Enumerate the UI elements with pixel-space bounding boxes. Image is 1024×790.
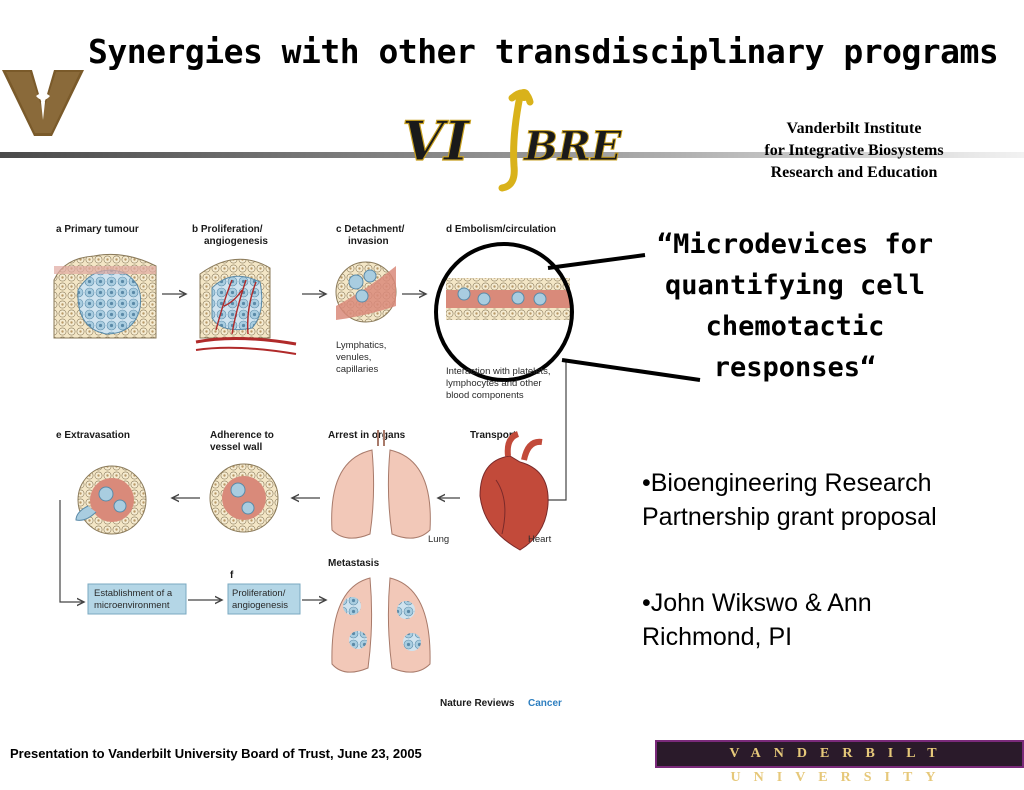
credit-section: Cancer (528, 698, 562, 709)
adherence-label-2: vessel wall (210, 442, 262, 453)
panel-b-label: b Proliferation/ (192, 224, 263, 235)
svg-text:VI: VI (402, 109, 471, 173)
microenvironment-note: microenvironment (94, 600, 170, 611)
panel-e-label: e Extravasation (56, 430, 130, 441)
slide-title: Synergies with other transdisciplinary p… (88, 32, 999, 71)
adherence-label: Adherence to (210, 430, 274, 441)
lung-note: Lung (428, 534, 449, 545)
bullet-pis: •John Wikswo & Ann Richmond, PI (642, 589, 872, 651)
institute-line: Vanderbilt Institute (786, 120, 922, 137)
venules-note: venules, (336, 352, 371, 363)
vanderbilt-banner: VANDERBILT UNIVERSITY (655, 740, 1024, 785)
primary-tumour-illustration (53, 253, 157, 339)
highlight-circle (434, 242, 574, 382)
vanderbilt-logo (2, 70, 84, 136)
callout-quote: “Microdevices for quantifying cell chemo… (656, 229, 934, 383)
capillaries-note: capillaries (336, 364, 378, 375)
credit-journal: Nature Reviews (440, 698, 515, 709)
adherence-illustration (209, 463, 279, 533)
metastasis-diagram: a Primary tumour b Proliferation/ angiog… (53, 224, 574, 709)
panel-a-label: a Primary tumour (56, 224, 139, 235)
angiogenesis-note: angiogenesis (232, 600, 288, 611)
interaction-note: Interaction with platelets, (446, 366, 551, 377)
panel-f-label: f (230, 570, 234, 581)
metastasis-label: Metastasis (328, 558, 380, 569)
institute-line: Research and Education (770, 164, 938, 181)
callout-lines (547, 253, 701, 382)
panel-b-label-2: angiogenesis (204, 236, 268, 247)
metastasis-illustration (331, 577, 431, 673)
panel-c-label-2: invasion (348, 236, 389, 247)
extravasation-illustration (75, 465, 147, 535)
proliferation-note: Proliferation/ (232, 588, 286, 599)
panel-c-label: c Detachment/ (336, 224, 405, 235)
embolism-illustration (446, 278, 570, 320)
arrest-label: Arrest in organs (328, 430, 406, 441)
vanderbilt-banner-text: VANDERBILT UNIVERSITY (729, 746, 950, 785)
proliferation-box (227, 583, 301, 615)
heart-note: Heart (528, 534, 552, 545)
angiogenesis-illustration (195, 258, 297, 355)
detachment-illustration (335, 261, 397, 323)
lymphatics-note: Lymphatics, (336, 340, 386, 351)
panel-d-label: d Embolism/circulation (446, 224, 556, 235)
footer-text: Presentation to Vanderbilt University Bo… (10, 746, 422, 761)
vibre-logo: VI BRE (401, 89, 623, 192)
lung-illustration (331, 430, 431, 539)
institute-name: Vanderbilt Institute for Integrative Bio… (740, 118, 968, 184)
heart-illustration (479, 431, 549, 551)
blood-components-note: blood components (446, 390, 524, 401)
institute-line: for Integrative Biosystems (764, 142, 944, 159)
establishment-box (87, 583, 187, 615)
bullet-brp-proposal: •Bioengineering Research Partnership gra… (642, 469, 937, 531)
transport-label: Transport (470, 430, 517, 441)
establishment-note: Establishment of a (94, 588, 173, 599)
svg-text:BRE: BRE (523, 123, 622, 170)
lymphocytes-note: lymphocytes and other (446, 378, 542, 389)
